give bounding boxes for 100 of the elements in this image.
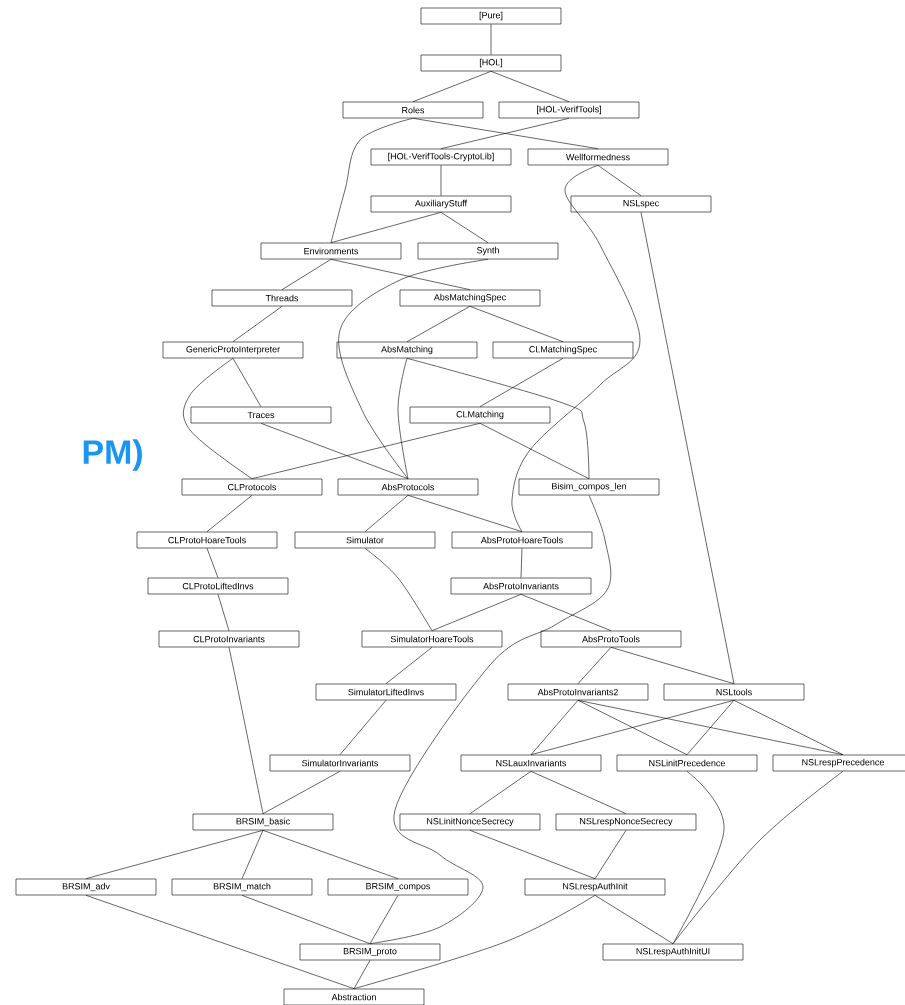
connector-line bbox=[281, 259, 332, 290]
session-box: Simulator bbox=[294, 531, 436, 549]
session-box: AbsProtoHoareTools bbox=[451, 531, 593, 549]
connector-line bbox=[232, 358, 262, 407]
session-box: AuxiliaryStuff bbox=[370, 195, 512, 213]
connector-line bbox=[241, 895, 371, 944]
session-box: AbsProtocols bbox=[337, 478, 479, 496]
connector-line bbox=[530, 771, 627, 814]
session-box: Environments bbox=[260, 242, 402, 260]
connector-line bbox=[520, 548, 523, 578]
connector-line bbox=[511, 165, 641, 532]
session-box: Bisim_compos_len bbox=[518, 478, 660, 496]
connector-line bbox=[251, 423, 481, 479]
connector-line bbox=[490, 71, 570, 102]
session-box: CLMatchingSpec bbox=[492, 341, 634, 359]
connector-line bbox=[412, 71, 492, 102]
connector-line bbox=[577, 700, 688, 755]
connector-line bbox=[530, 700, 579, 755]
connector-line bbox=[672, 771, 844, 944]
connector-line bbox=[397, 358, 409, 479]
session-box: NSLrespAuthInitUI bbox=[602, 943, 744, 961]
connector-line bbox=[594, 895, 674, 944]
connector-line bbox=[330, 259, 471, 290]
connector-line bbox=[85, 830, 264, 879]
session-box: SimulatorHoareTools bbox=[361, 630, 503, 648]
connector-line bbox=[640, 212, 735, 684]
connector-line bbox=[407, 495, 523, 532]
connector-line bbox=[406, 358, 590, 479]
connector-line bbox=[183, 358, 253, 479]
session-box: SimulatorLiftedInvs bbox=[315, 683, 457, 701]
connector-line bbox=[339, 700, 387, 755]
session-box: AbsProtoTools bbox=[540, 630, 682, 648]
connector-line bbox=[217, 594, 230, 631]
session-box: AbsProtoInvariants bbox=[450, 577, 592, 595]
connector-line bbox=[733, 700, 844, 755]
session-box: NSLauxInvariants bbox=[460, 754, 602, 772]
connector-line bbox=[610, 647, 735, 684]
session-box: Abstraction bbox=[283, 988, 425, 1005]
connector-line bbox=[520, 594, 612, 631]
session-box: NSLinitPrecedence bbox=[616, 754, 758, 772]
session-box: [Pure] bbox=[420, 7, 562, 25]
session-box: BRSIM_compos bbox=[327, 878, 469, 896]
connector-line bbox=[353, 895, 596, 989]
session-box: SimulatorInvariants bbox=[269, 754, 411, 772]
connector-line bbox=[241, 830, 264, 879]
connector-line bbox=[412, 118, 599, 149]
session-box: CLProtoHoareTools bbox=[136, 531, 278, 549]
session-box: NSLspec bbox=[570, 195, 712, 213]
session-box: BRSIM_basic bbox=[192, 813, 334, 831]
connector-line bbox=[369, 895, 399, 944]
session-box: Wellformedness bbox=[527, 148, 669, 166]
session-box: AbsMatchingSpec bbox=[399, 289, 541, 307]
connector-line bbox=[469, 771, 532, 814]
session-box: AbsProtoInvariants2 bbox=[507, 683, 649, 701]
connector-line bbox=[440, 212, 489, 243]
connector-line bbox=[440, 118, 570, 149]
connector-line bbox=[260, 423, 409, 479]
connector-line bbox=[330, 212, 442, 243]
connector-line bbox=[577, 700, 844, 755]
session-box: Roles bbox=[342, 101, 484, 119]
connector-line bbox=[594, 830, 627, 879]
session-box: AbsMatching bbox=[336, 341, 478, 359]
connector-line bbox=[232, 306, 283, 342]
session-box: GenericProtoInterpreter bbox=[162, 341, 304, 359]
session-box: Threads bbox=[211, 289, 353, 307]
session-box: BRSIM_match bbox=[171, 878, 313, 896]
session-box: [HOL-VerifTools] bbox=[498, 101, 640, 119]
connector-line bbox=[431, 594, 522, 631]
session-box: Traces bbox=[190, 406, 332, 424]
connector-line bbox=[228, 647, 264, 814]
connector-line bbox=[85, 895, 355, 989]
connector-line bbox=[479, 358, 564, 407]
session-box: CLProtoLiftedInvs bbox=[147, 577, 289, 595]
connector-line bbox=[479, 423, 590, 479]
connector-line bbox=[338, 259, 489, 479]
connector-line bbox=[364, 495, 409, 532]
connector-line bbox=[330, 118, 414, 243]
connector-line bbox=[206, 548, 219, 578]
session-box: NSLrespAuthInit bbox=[524, 878, 666, 896]
session-box: NSLrespNonceSecrecy bbox=[555, 813, 697, 831]
connector-line bbox=[369, 495, 612, 944]
session-box: NSLinitNonceSecrecy bbox=[399, 813, 541, 831]
session-box: CLMatching bbox=[409, 406, 551, 424]
connector-line bbox=[597, 165, 642, 196]
title-fragment: PM) bbox=[83, 439, 142, 471]
session-box: BRSIM_adv bbox=[15, 878, 157, 896]
connector-line bbox=[206, 495, 253, 532]
session-box: CLProtoInvariants bbox=[158, 630, 300, 648]
connector-line bbox=[406, 306, 471, 342]
connector-line bbox=[686, 700, 735, 755]
connector-line bbox=[469, 306, 564, 342]
connector-line bbox=[530, 700, 735, 755]
connector-line bbox=[353, 960, 371, 989]
session-box: Synth bbox=[417, 242, 559, 260]
connector-line bbox=[440, 165, 442, 196]
connector-line bbox=[577, 647, 612, 684]
session-box: BRSIM_proto bbox=[299, 943, 441, 961]
connector-line bbox=[469, 830, 596, 879]
connector-line bbox=[672, 771, 725, 944]
connector-line bbox=[262, 830, 399, 879]
